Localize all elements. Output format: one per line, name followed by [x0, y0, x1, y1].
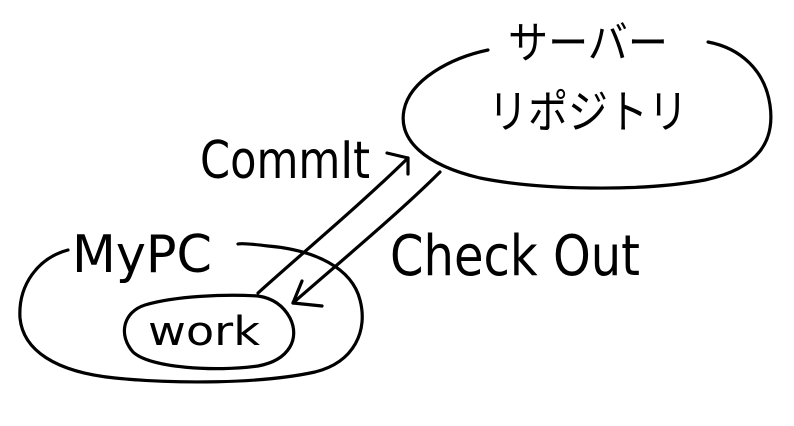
commit-label: CommIt	[200, 131, 370, 191]
checkout-arrowhead	[291, 279, 324, 308]
server-repository-shape	[401, 40, 773, 190]
mypc-shape	[18, 242, 364, 384]
commit-arrowhead	[385, 151, 410, 176]
mypc-label: MyPC	[72, 225, 212, 285]
server-title-label: サーバー	[508, 18, 668, 69]
server-repo-label: リポジトリ	[488, 85, 688, 139]
commit-arrow-line	[256, 156, 410, 295]
work-label: work	[148, 309, 261, 355]
work-shape	[122, 293, 296, 371]
checkout-label: Check Out	[390, 224, 640, 289]
checkout-arrow-line	[291, 170, 442, 305]
